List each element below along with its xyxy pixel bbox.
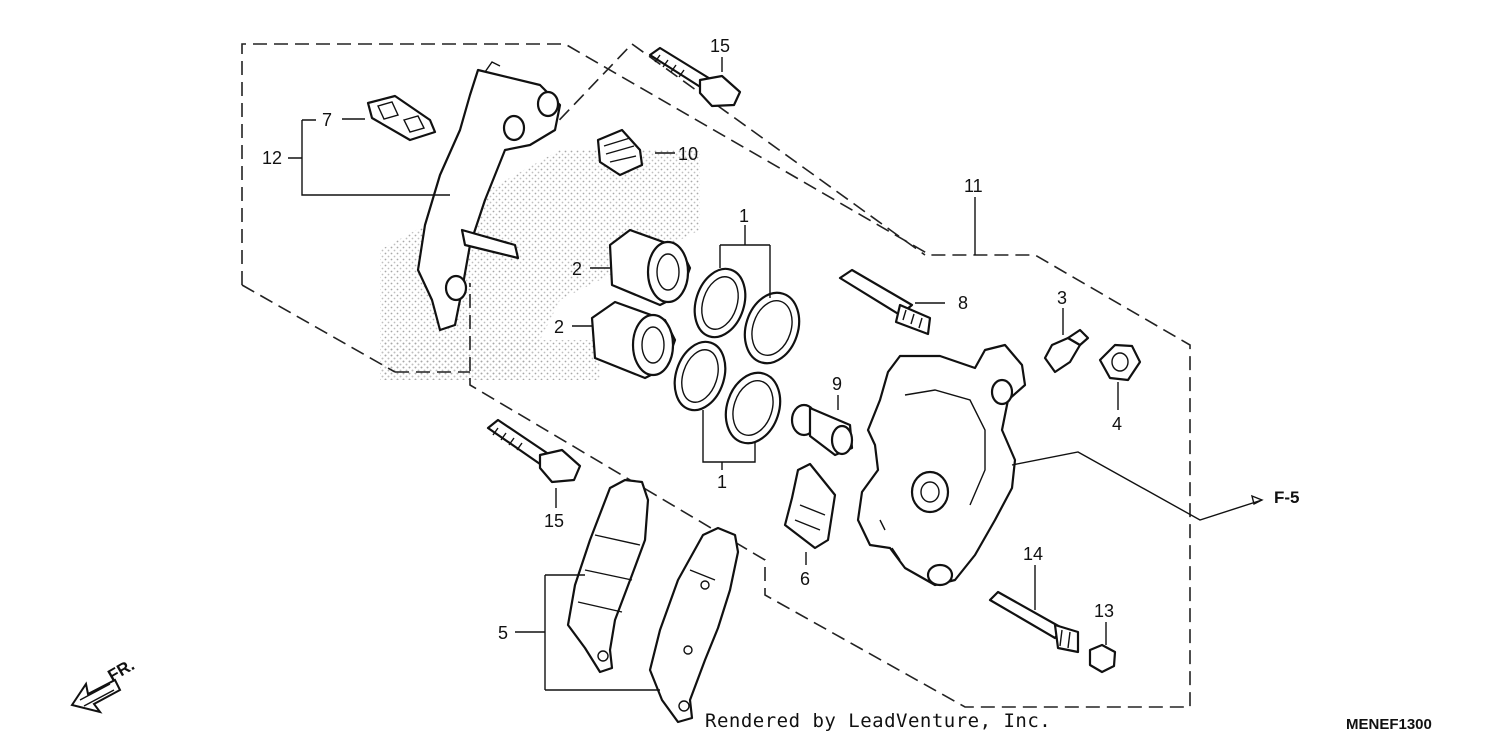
part-labels: 15 7 10 12 11 1 2 3 8 2 9 4 1 F-5 15 14 … [262,36,1300,643]
brake-pad-inner [566,478,650,674]
slide-pin-9 [790,403,854,457]
bleeder-cap [1098,343,1142,382]
label-part-14: 14 [1023,544,1043,564]
caliper-body [856,343,1027,587]
label-part-15-lower: 15 [544,511,564,531]
slide-pin-14 [988,590,1080,654]
pin-bolt-10 [596,128,644,177]
assembly-outline [241,43,1191,708]
brake-pad-outer [648,526,740,724]
label-part-7: 7 [322,110,332,130]
bleeder-screw [1043,328,1090,374]
label-part-11: 11 [964,176,983,196]
front-mark-label: FR. [105,655,138,685]
label-part-3: 3 [1057,288,1067,308]
nut-13 [1088,643,1117,674]
label-part-15-top: 15 [710,36,730,56]
label-part-1-top: 1 [739,206,749,226]
label-part-13: 13 [1094,601,1114,621]
pad-spring [783,462,837,550]
label-part-8: 8 [958,293,968,313]
label-part-12: 12 [262,148,282,168]
front-direction-arrow: FR. [70,655,138,714]
reference-f5: F-5 [1274,488,1300,507]
label-part-10: 10 [678,144,698,164]
render-credit: Rendered by LeadVenture, Inc. [705,710,1052,732]
label-part-9: 9 [832,374,842,394]
label-part-1-lower: 1 [717,472,727,492]
label-part-4: 4 [1112,414,1122,434]
flange-bolt-top [648,46,742,108]
slide-pin-8 [838,268,932,336]
label-part-6: 6 [800,569,810,589]
label-part-5: 5 [498,623,508,643]
piston-lower [590,300,677,380]
leader-lines [288,57,1264,691]
piston-upper [608,228,692,307]
flange-bolt-lower [486,418,582,484]
caliper-bracket [416,61,562,332]
pad-clip [366,94,437,142]
label-part-2-lower: 2 [554,317,564,337]
label-part-2-top: 2 [572,259,582,279]
diagram-code: MENEF1300 [1346,716,1432,733]
piston-seals [673,267,801,445]
